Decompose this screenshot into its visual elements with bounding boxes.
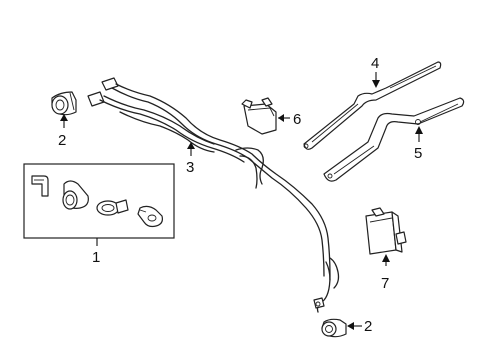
- kit-sensor-cap: [31, 175, 49, 197]
- sensor-kit-group: [23, 163, 175, 239]
- control-unit-large: [365, 207, 407, 255]
- callout-3: 3: [186, 159, 194, 176]
- harness-connector-c: [313, 297, 325, 309]
- arrow-3: [187, 142, 195, 149]
- upper-bracket: [303, 61, 442, 150]
- kit-mounting-ring: [96, 199, 129, 216]
- kit-sensor-bezel: [62, 180, 89, 210]
- kit-box-frame: [23, 163, 175, 239]
- control-module-small: [241, 97, 277, 135]
- arrow-4: [372, 80, 380, 88]
- arrow-2-top: [60, 114, 68, 121]
- callout-4: 4: [371, 55, 379, 72]
- callout-6: 6: [293, 111, 301, 128]
- arrow-6: [278, 114, 284, 122]
- arrow-5: [415, 126, 423, 134]
- callout-2-bottom: 2: [364, 318, 372, 335]
- callout-1: 1: [92, 249, 100, 266]
- parking-sensor-bottom: [321, 318, 347, 338]
- wiring-harness: [87, 77, 340, 313]
- callout-5: 5: [414, 145, 422, 162]
- arrow-7: [382, 254, 390, 262]
- harness-connector-b: [87, 91, 105, 107]
- callout-2-top: 2: [58, 132, 66, 149]
- kit-retainer-clip: [137, 205, 163, 228]
- callout-7: 7: [381, 275, 389, 292]
- lower-bracket: [323, 97, 465, 182]
- parking-sensor-top: [51, 91, 77, 116]
- harness-connector-a: [101, 77, 119, 91]
- arrow-2-bottom: [347, 322, 354, 330]
